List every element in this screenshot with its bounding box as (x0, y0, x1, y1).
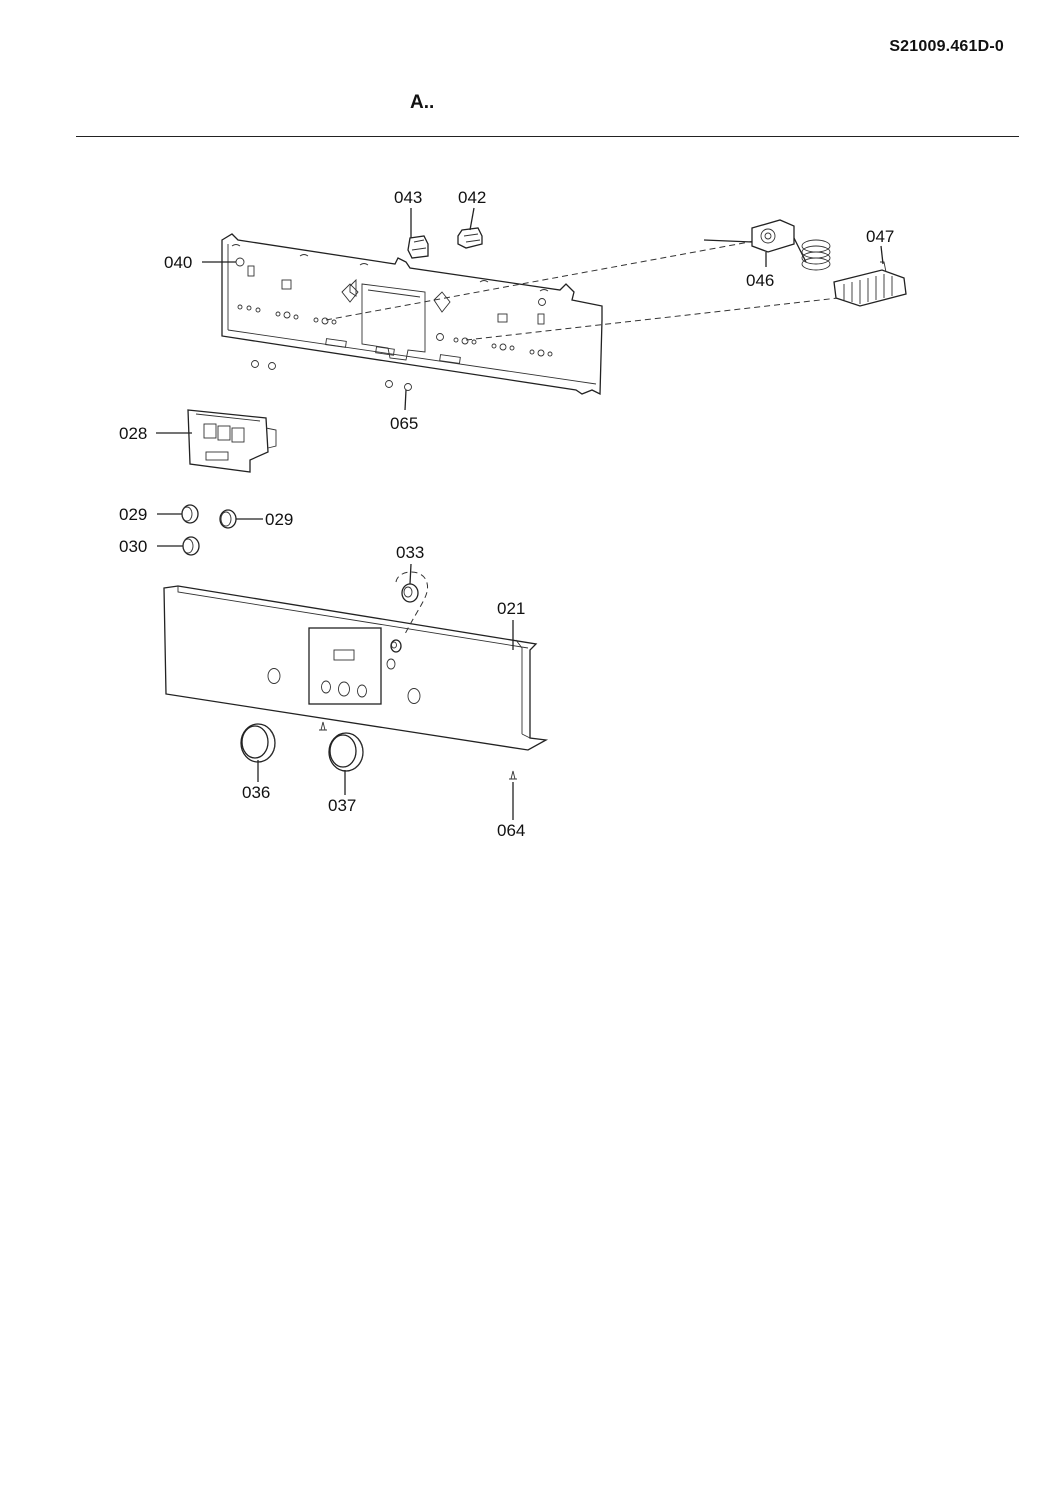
label-037: 037 (328, 796, 356, 815)
part-043-switch (407, 235, 429, 259)
part-029-button-left (181, 504, 199, 524)
part-042-switch (457, 227, 483, 249)
label-021: 021 (497, 599, 525, 618)
label-029-right: 029 (265, 510, 293, 529)
part-028-control-board (187, 409, 277, 473)
part-040-mounting-plate (221, 233, 603, 396)
label-036: 036 (242, 783, 270, 802)
part-036-knob (240, 723, 276, 763)
label-042: 042 (458, 188, 486, 207)
part-029-button-right (219, 509, 237, 529)
header-divider (76, 136, 1019, 137)
label-065: 065 (390, 414, 418, 433)
label-030: 030 (119, 537, 147, 556)
part-064-screws (319, 721, 517, 780)
part-065-screws (251, 360, 412, 391)
label-028: 028 (119, 424, 147, 443)
label-064: 064 (497, 821, 525, 840)
part-021-front-panel (163, 585, 549, 751)
label-040: 040 (164, 253, 192, 272)
label-047: 047 (866, 227, 894, 246)
label-033: 033 (396, 543, 424, 562)
document-code: S21009.461D-0 (889, 38, 1004, 55)
part-037-knob (328, 732, 364, 772)
leader-046-dashed (325, 239, 761, 321)
part-046-thermostat (703, 219, 831, 271)
part-030-button (182, 536, 200, 556)
label-029-left: 029 (119, 505, 147, 524)
label-043: 043 (394, 188, 422, 207)
label-046: 046 (746, 271, 774, 290)
part-047-terminal-block (833, 261, 907, 307)
leader-lines (156, 207, 884, 820)
section-title: A.. (410, 92, 435, 113)
leader-047-dashed (465, 297, 839, 341)
